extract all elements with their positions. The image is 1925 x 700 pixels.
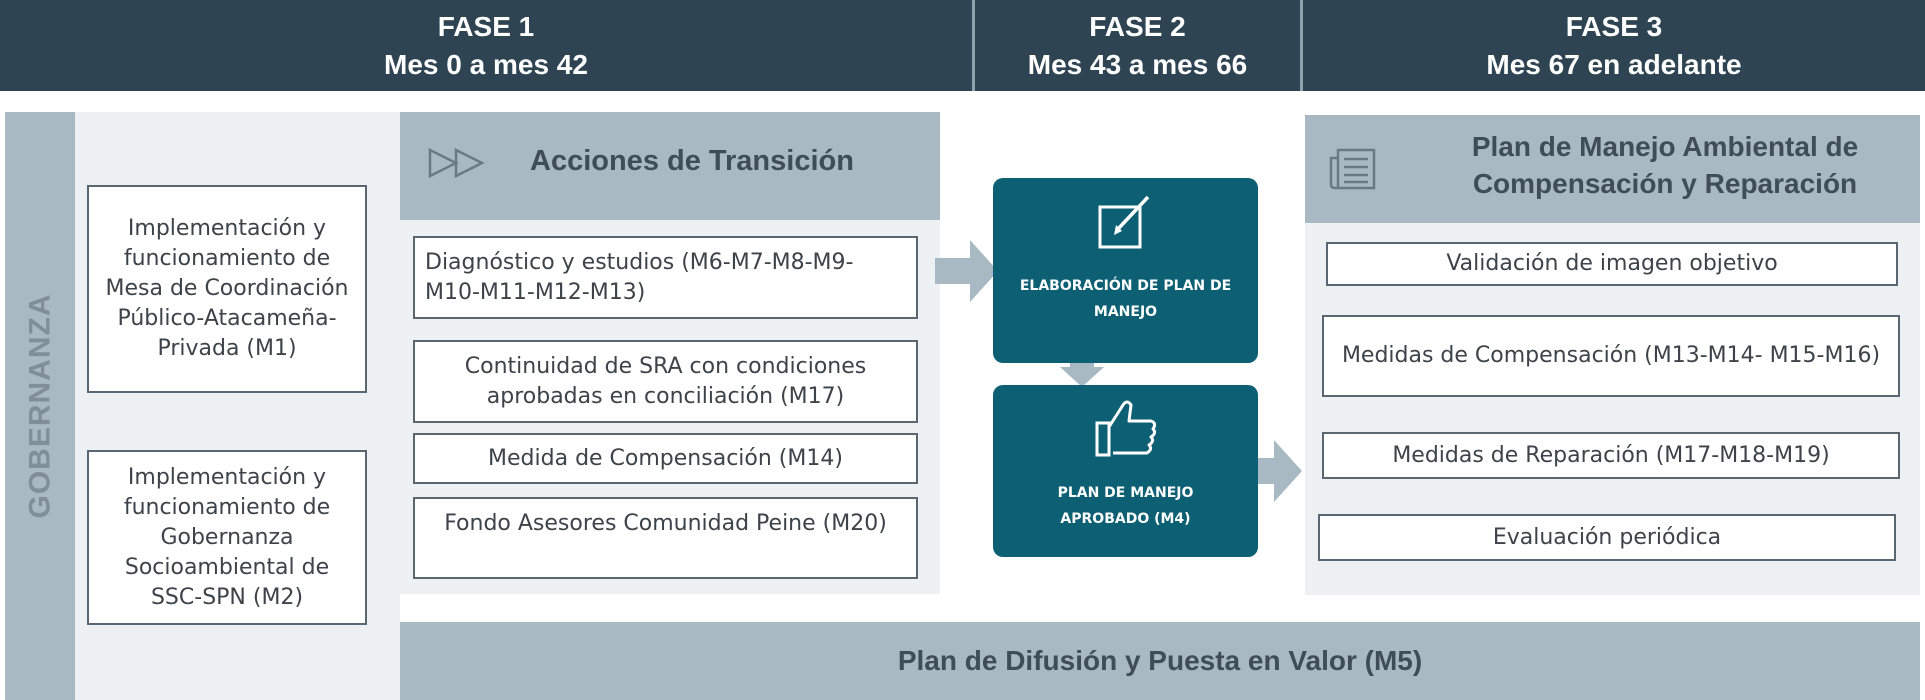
plan-elaboration-step: ELABORACIÓN DE PLAN DE MANEJO bbox=[993, 178, 1258, 363]
phase-3-title: FASE 3 bbox=[1565, 10, 1663, 42]
plan-approved-label: PLAN DE MANEJO APROBADO (M4) bbox=[1057, 485, 1194, 527]
plan-header bbox=[1305, 115, 1920, 223]
phase-2-title: FASE 2 bbox=[1089, 10, 1186, 42]
plan-item: Medidas de Compensación (M13-M14- M15-M1… bbox=[1322, 315, 1900, 397]
transition-item: Diagnóstico y estudios (M6-M7-M8-M9-M10-… bbox=[413, 236, 918, 319]
governance-label-bar bbox=[5, 112, 75, 700]
plan-item: Evaluación periódica bbox=[1318, 514, 1896, 561]
phase-divider bbox=[1300, 0, 1303, 91]
phase-1-period: Mes 0 a mes 42 bbox=[384, 48, 588, 80]
governance-item: Implementación y funcionamiento de Mesa … bbox=[87, 185, 367, 393]
diffusion-plan-bar: Plan de Difusión y Puesta en Valor (M5) bbox=[400, 622, 1920, 700]
transition-item: Continuidad de SRA con condiciones aprob… bbox=[413, 340, 918, 423]
governance-label: GOBERNANZA bbox=[23, 293, 56, 519]
phase-2-period: Mes 43 a mes 66 bbox=[1027, 48, 1248, 80]
phase-3-period: Mes 67 en adelante bbox=[1486, 48, 1742, 80]
phase-1-header: FASE 1 Mes 0 a mes 42 bbox=[0, 0, 972, 91]
edit-icon bbox=[1098, 195, 1150, 249]
transition-header bbox=[400, 112, 940, 220]
phase-1-title: FASE 1 bbox=[437, 10, 535, 42]
phase-divider bbox=[972, 0, 975, 91]
plan-title: Plan de Manejo Ambiental de Compensación… bbox=[1471, 131, 1859, 199]
plan-item: Validación de imagen objetivo bbox=[1326, 242, 1898, 286]
arrow-down-icon bbox=[1060, 355, 1104, 387]
phase-3-header: FASE 3 Mes 67 en adelante bbox=[1303, 0, 1925, 91]
arrow-right-icon bbox=[1240, 440, 1302, 502]
phase-2-header: FASE 2 Mes 43 a mes 66 bbox=[975, 0, 1300, 91]
governance-label-wrap: GOBERNANZA bbox=[5, 112, 75, 700]
transition-item: Medida de Compensación (M14) bbox=[413, 433, 918, 484]
diffusion-plan-label: Plan de Difusión y Puesta en Valor (M5) bbox=[897, 645, 1423, 676]
document-icon bbox=[1329, 148, 1376, 190]
thumbs-up-icon bbox=[1095, 400, 1157, 457]
plan-elaboration-label: ELABORACIÓN DE PLAN DE MANEJO bbox=[1019, 278, 1232, 320]
fast-forward-icon bbox=[428, 148, 485, 178]
arrow-right-icon bbox=[935, 240, 998, 302]
governance-item: Implementación y funcionamiento de Gober… bbox=[87, 450, 367, 625]
plan-approved-step: PLAN DE MANEJO APROBADO (M4) bbox=[993, 385, 1258, 557]
transition-item: Fondo Asesores Comunidad Peine (M20) bbox=[413, 497, 918, 579]
plan-item: Medidas de Reparación (M17-M18-M19) bbox=[1322, 432, 1900, 479]
transition-title: Acciones de Transición bbox=[530, 145, 854, 177]
